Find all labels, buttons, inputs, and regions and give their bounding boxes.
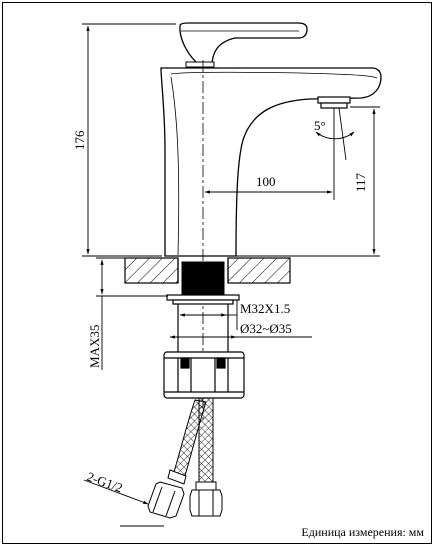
dim-max35-label: MAX35 <box>87 325 102 368</box>
flex-hoses <box>147 397 223 519</box>
unit-note: Единица измерения: мм <box>301 525 424 539</box>
dim-5deg-label: 5° <box>314 118 326 133</box>
dimension-hose-thread <box>83 479 164 527</box>
dimension-tilt <box>315 107 355 161</box>
mounting-nut <box>163 294 245 399</box>
dim-100-label: 100 <box>256 174 276 189</box>
dim-hose-label: 2-G1/2 <box>85 469 125 496</box>
dimension-thread <box>179 300 238 330</box>
dimension-height-total <box>82 23 176 257</box>
dim-thread-label: M32X1.5 <box>240 301 290 316</box>
faucet-body <box>160 67 382 257</box>
faucet-handle <box>179 22 308 68</box>
countertop-section <box>124 257 291 295</box>
dim-117-label: 117 <box>353 172 368 192</box>
dim-hole-label: Ø32~Ø35 <box>240 321 292 336</box>
dimension-max-thickness <box>96 257 168 370</box>
dim-176-label: 176 <box>72 130 87 150</box>
dimension-spout-height <box>236 106 380 257</box>
drawing-frame <box>2 2 432 544</box>
aerator <box>317 96 351 109</box>
